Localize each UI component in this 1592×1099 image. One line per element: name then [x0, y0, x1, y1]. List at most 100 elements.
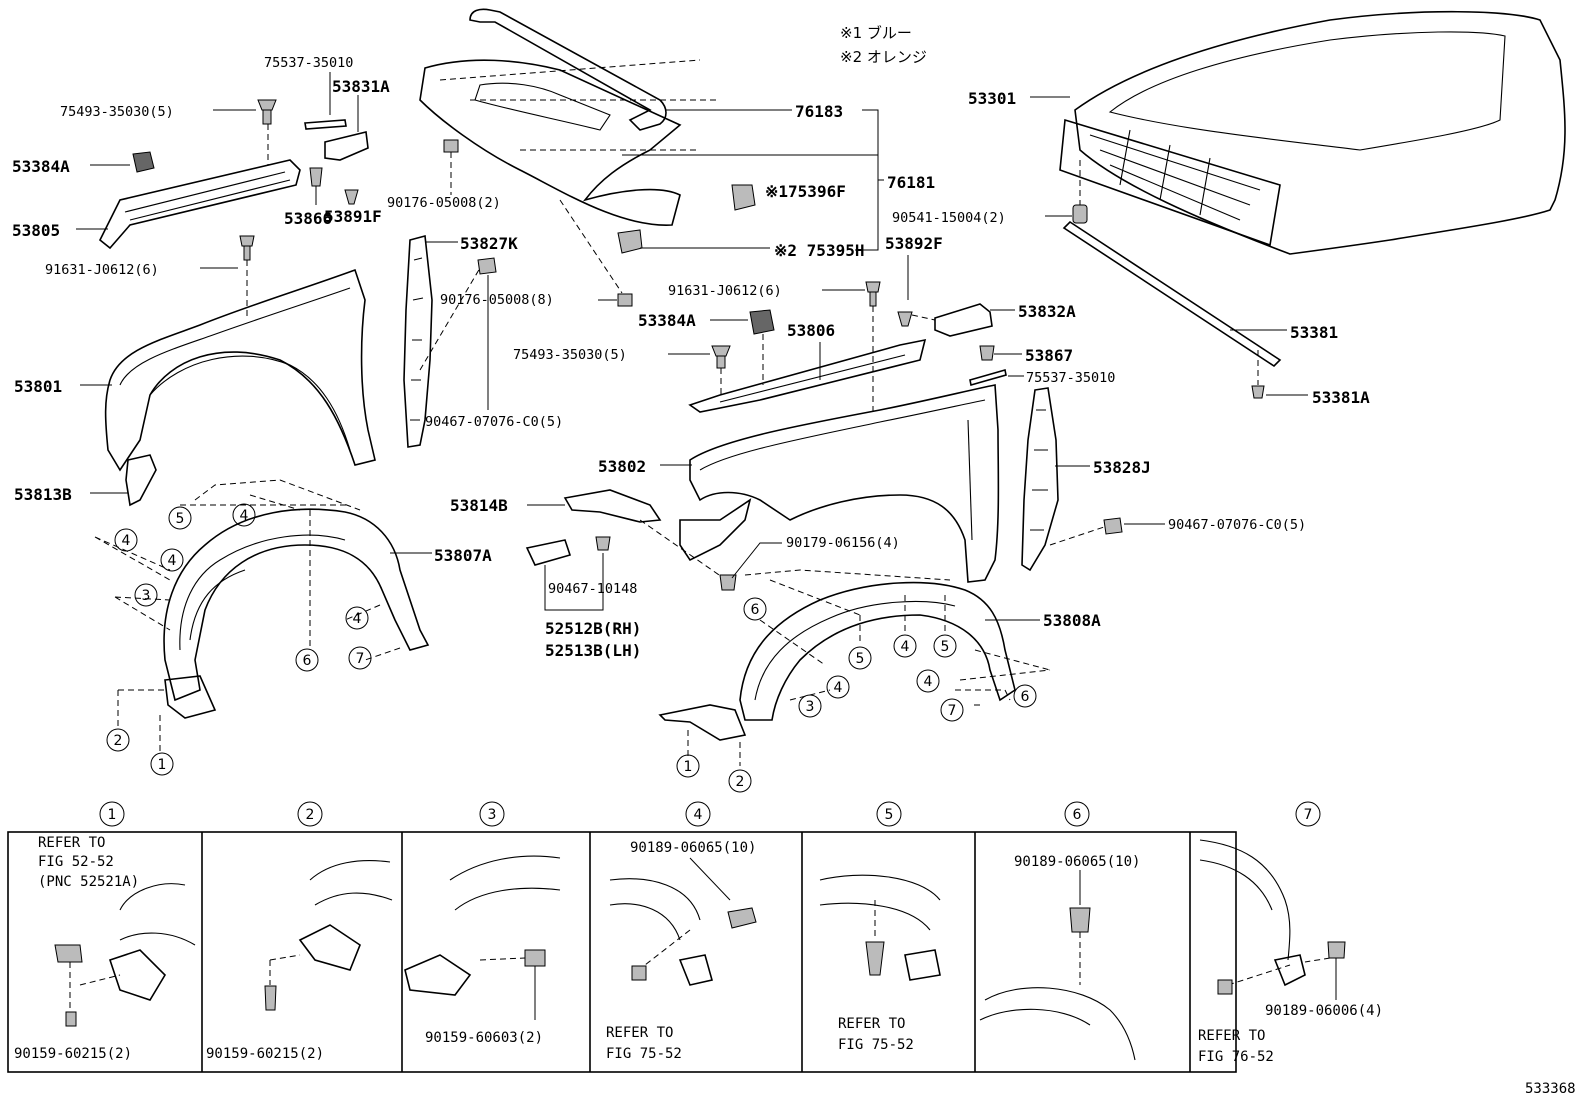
- label-53384A-top: 53384A: [12, 157, 70, 176]
- cushion-53384A-top: [132, 151, 155, 173]
- label-75395H: ※2 75395H: [774, 241, 864, 260]
- label-53828J: 53828J: [1093, 458, 1151, 477]
- label-90467-07076-C0-left: 90467-07076-C0(5): [425, 414, 563, 430]
- label-75537-35010-top: 75537-35010: [264, 55, 353, 71]
- detail-5: REFER TO FIG 75-52: [819, 874, 941, 1053]
- svg-text:90189-06065(10): 90189-06065(10): [630, 840, 756, 856]
- svg-text:5: 5: [176, 511, 185, 527]
- svg-text:6: 6: [1073, 807, 1082, 823]
- bracket-53832A: [911, 303, 993, 337]
- svg-text:7: 7: [356, 651, 365, 667]
- label-53814B: 53814B: [450, 496, 508, 515]
- clip-90179: [639, 519, 737, 591]
- label-53806: 53806: [787, 321, 835, 340]
- svg-text:4: 4: [694, 807, 703, 823]
- svg-text:4: 4: [901, 639, 910, 655]
- label-90179-06156: 90179-06156(4): [786, 535, 900, 551]
- svg-text:4: 4: [240, 508, 249, 524]
- label-90467-07076-C0-right: 90467-07076-C0(5): [1168, 517, 1306, 533]
- detail-2: 90159-60215(2): [206, 860, 393, 1062]
- seal-53381: [1062, 220, 1282, 399]
- clip-53891F: [344, 189, 359, 205]
- svg-text:3: 3: [806, 699, 815, 715]
- svg-text:2: 2: [736, 774, 745, 790]
- label-53802: 53802: [598, 457, 646, 476]
- label-90541-15004: 90541-15004(2): [892, 210, 1006, 226]
- svg-text:90189-06006(4): 90189-06006(4): [1265, 1003, 1383, 1019]
- svg-text:2: 2: [114, 733, 123, 749]
- label-91631-J0612-left: 91631-J0612(6): [45, 262, 159, 278]
- svg-text:FIG 76-52: FIG 76-52: [1198, 1049, 1274, 1065]
- svg-text:REFER TO: REFER TO: [38, 835, 105, 851]
- svg-text:90159-60603(2): 90159-60603(2): [425, 1030, 543, 1046]
- clip-90176-a: [443, 139, 459, 195]
- detail-4: 90189-06065(10) REFER TO FIG 75-52: [606, 840, 757, 1062]
- clip-75395H: [617, 229, 643, 254]
- clip-75493-mid: [711, 345, 731, 395]
- clip-75493-top: [257, 99, 277, 165]
- clip-90467-c0-left: [419, 257, 497, 371]
- note-orange: ※2 オレンジ: [840, 48, 927, 66]
- svg-text:5: 5: [941, 639, 950, 655]
- main-callout-circles: 5 4 4 4 3 4 6 7 2 1 6 5 4 5 4 3 4 6 7 1 …: [106, 503, 1037, 793]
- svg-text:REFER TO: REFER TO: [838, 1016, 905, 1032]
- svg-text:FIG 75-52: FIG 75-52: [838, 1037, 914, 1053]
- svg-text:90159-60215(2): 90159-60215(2): [14, 1046, 132, 1062]
- svg-text:5: 5: [885, 807, 894, 823]
- liner-53807A: [163, 508, 430, 719]
- svg-text:7: 7: [1304, 807, 1313, 823]
- label-91631-J0612-mid: 91631-J0612(6): [668, 283, 782, 299]
- svg-text:4: 4: [924, 674, 933, 690]
- label-75396F: ※175396F: [765, 182, 846, 201]
- label-53891F: 53891F: [324, 207, 382, 226]
- svg-text:1: 1: [108, 807, 117, 823]
- note-blue: ※1 ブルー: [840, 24, 912, 42]
- clip-90176-b: [559, 199, 633, 307]
- label-53381: 53381: [1290, 323, 1338, 342]
- label-90176-05008-2: 90176-05008(2): [387, 195, 501, 211]
- bracket-53814B: [563, 489, 662, 523]
- svg-text:6: 6: [1021, 689, 1030, 705]
- label-76181: 76181: [887, 173, 935, 192]
- seal-53806: [688, 338, 927, 413]
- label-53813B: 53813B: [14, 485, 72, 504]
- seal-53828J: [1021, 387, 1059, 572]
- clip-53866: [309, 167, 323, 187]
- svg-text:4: 4: [122, 533, 131, 549]
- detail-3: 90159-60603(2): [404, 855, 561, 1046]
- bolt-91631-left: [239, 235, 255, 318]
- label-53807A: 53807A: [434, 546, 492, 565]
- svg-text:90159-60215(2): 90159-60215(2): [206, 1046, 324, 1062]
- clip-90541: [1072, 160, 1088, 224]
- clip-90467-c0-right: [1049, 517, 1123, 546]
- detail-7: 90189-06006(4) REFER TO FIG 76-52: [1198, 839, 1383, 1065]
- label-53301: 53301: [968, 89, 1016, 108]
- label-90467-10148: 90467-10148: [548, 581, 637, 597]
- svg-text:6: 6: [303, 653, 312, 669]
- label-53808A: 53808A: [1043, 611, 1101, 630]
- figure-number: 533368: [1525, 1081, 1576, 1097]
- seal-53805: [98, 159, 301, 250]
- svg-text:2: 2: [306, 807, 315, 823]
- label-76183: 76183: [795, 102, 843, 121]
- svg-text:7: 7: [948, 703, 957, 719]
- svg-text:3: 3: [142, 588, 151, 604]
- bolt-91631-mid: [865, 281, 881, 415]
- label-53827K: 53827K: [460, 234, 518, 253]
- label-52512B: 52512B(RH): [545, 619, 641, 638]
- fender-53801: [104, 268, 376, 507]
- svg-text:REFER TO: REFER TO: [606, 1025, 673, 1041]
- svg-text:5: 5: [856, 651, 865, 667]
- cushion-53384A-mid: [749, 309, 775, 385]
- label-75537-35010-mid: 75537-35010: [1026, 370, 1115, 386]
- clip-90467-10148: [595, 536, 611, 551]
- label-53832A: 53832A: [1018, 302, 1076, 321]
- svg-text:4: 4: [834, 680, 843, 696]
- clip-53892F: [897, 255, 913, 327]
- label-53805: 53805: [12, 221, 60, 240]
- label-53892F: 53892F: [885, 234, 943, 253]
- seal-53827K: [403, 234, 433, 448]
- hood-part: [1059, 10, 1566, 255]
- label-53866: 53866: [284, 209, 332, 228]
- label-75493-35030-mid: 75493-35030(5): [513, 347, 627, 363]
